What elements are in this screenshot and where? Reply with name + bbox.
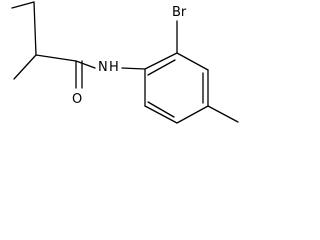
bond-carbonyl-nitrogen <box>75 60 96 69</box>
bond-ring-5-6-inner <box>147 101 175 118</box>
bond-ring-2-3 <box>176 52 209 71</box>
oxygen-label: O <box>72 92 82 107</box>
bond-ring-1-2-inner <box>147 59 176 76</box>
nitrogen-hydrogen-label: H <box>109 60 119 75</box>
bond-ring-methyl <box>207 105 239 123</box>
bond-ring-4-5 <box>176 105 209 124</box>
nitrogen-label: N <box>98 60 108 75</box>
molecule-diagram: Br N H O <box>11 1 239 124</box>
bond-c2-c3 <box>33 1 37 56</box>
bond-c3-methyl <box>13 54 37 80</box>
bromine-label: Br <box>172 5 187 20</box>
structure-canvas: Br N H O <box>0 0 248 147</box>
bond-group <box>11 1 239 124</box>
bond-ring-5-6 <box>144 105 178 124</box>
bond-c3-carbonyl <box>35 54 77 62</box>
bond-nitrogen-ring <box>121 67 146 70</box>
bond-c1-c2 <box>11 1 35 9</box>
bond-ring-1-2 <box>144 52 178 70</box>
